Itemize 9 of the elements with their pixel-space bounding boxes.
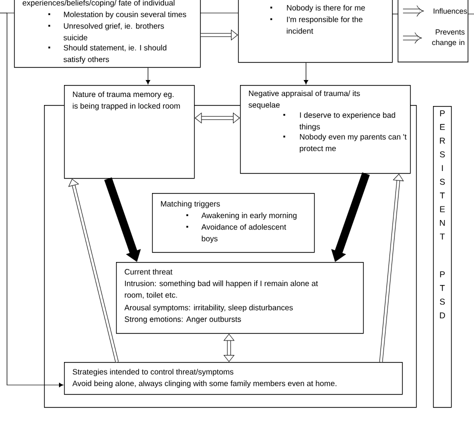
arrow	[146, 67, 150, 84]
arrow	[304, 62, 308, 84]
arrow	[224, 334, 234, 362]
arrow	[68, 178, 119, 362]
arrow	[379, 174, 404, 362]
arrow	[194, 112, 240, 124]
arrow	[6, 12, 64, 388]
vertical-box: PERSISTENT PTSD	[433, 106, 452, 408]
arrow	[200, 30, 238, 40]
